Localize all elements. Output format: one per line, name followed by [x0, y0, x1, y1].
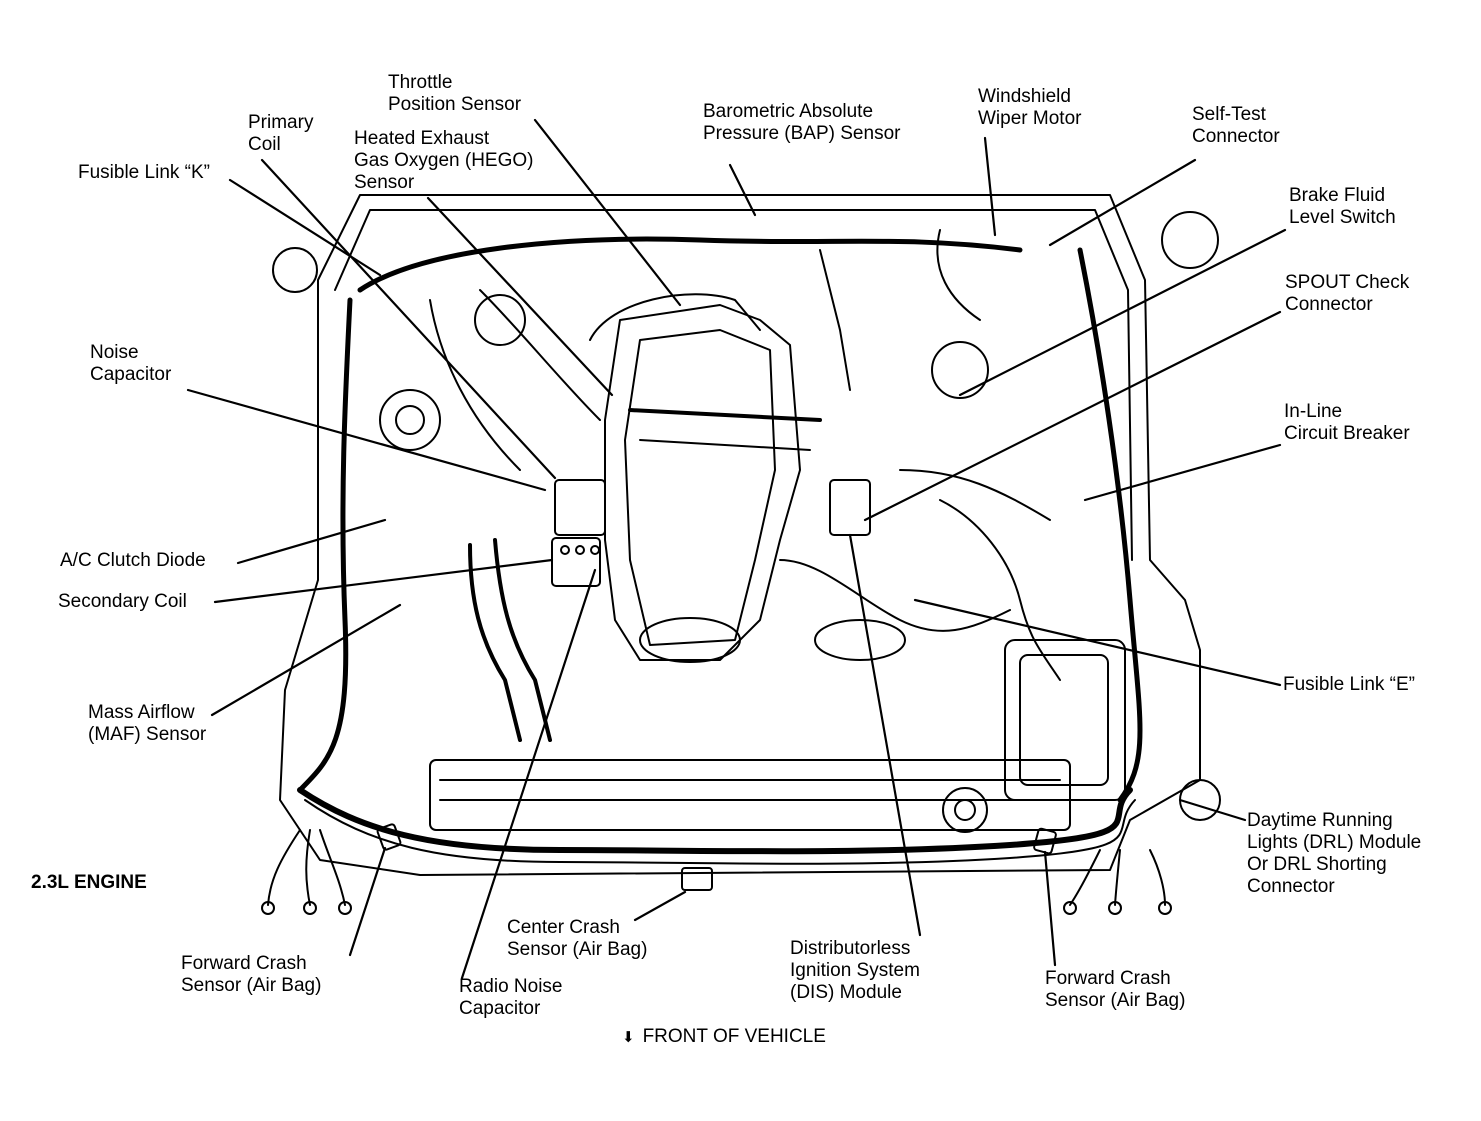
- front-of-vehicle-caption: ⬇ FRONT OF VEHICLE: [622, 1026, 826, 1048]
- leader-fusible-link-e: [913, 598, 1282, 687]
- leader-bap-sensor: [728, 163, 757, 217]
- leader-dis-module: [848, 533, 922, 937]
- label-fusible-link-k: Fusible Link “K”: [78, 162, 210, 183]
- engine-bay-illustration: [261, 194, 1221, 915]
- leader-noise-capacitor: [186, 388, 547, 492]
- leader-in-line-circuit-breaker: [1083, 443, 1282, 502]
- leader-center-crash-sensor: [633, 890, 687, 922]
- leader-brake-fluid-level-switch: [958, 228, 1287, 397]
- leader-forward-crash-sensor-left: [348, 846, 387, 957]
- label-secondary-coil: Secondary Coil: [58, 591, 187, 612]
- front-of-vehicle-text: FRONT OF VEHICLE: [642, 1026, 826, 1047]
- engine-title: 2.3L ENGINE: [31, 872, 147, 893]
- leader-hego-sensor: [426, 196, 614, 397]
- label-ac-clutch-diode: A/C Clutch Diode: [60, 550, 206, 571]
- leader-throttle-position-sensor: [533, 118, 682, 307]
- leader-spout-check-connector: [863, 310, 1282, 522]
- leader-forward-crash-sensor-right: [1043, 850, 1057, 967]
- leader-secondary-coil: [213, 558, 554, 604]
- label-maf-sensor: Mass Airflow(MAF) Sensor: [88, 702, 207, 745]
- leader-drl-module: [1178, 798, 1247, 822]
- label-fusible-link-e: Fusible Link “E”: [1283, 674, 1415, 695]
- leader-fusible-link-k: [228, 178, 382, 277]
- leader-lines: [186, 118, 1287, 980]
- leader-self-test-connector: [1048, 158, 1197, 247]
- leader-maf-sensor: [210, 603, 402, 717]
- leader-windshield-wiper-motor: [983, 136, 997, 237]
- leader-radio-noise-capacitor: [460, 568, 597, 980]
- leader-ac-clutch-diode: [236, 518, 387, 565]
- leader-primary-coil: [260, 158, 557, 480]
- down-arrow-icon: ⬇: [622, 1029, 635, 1046]
